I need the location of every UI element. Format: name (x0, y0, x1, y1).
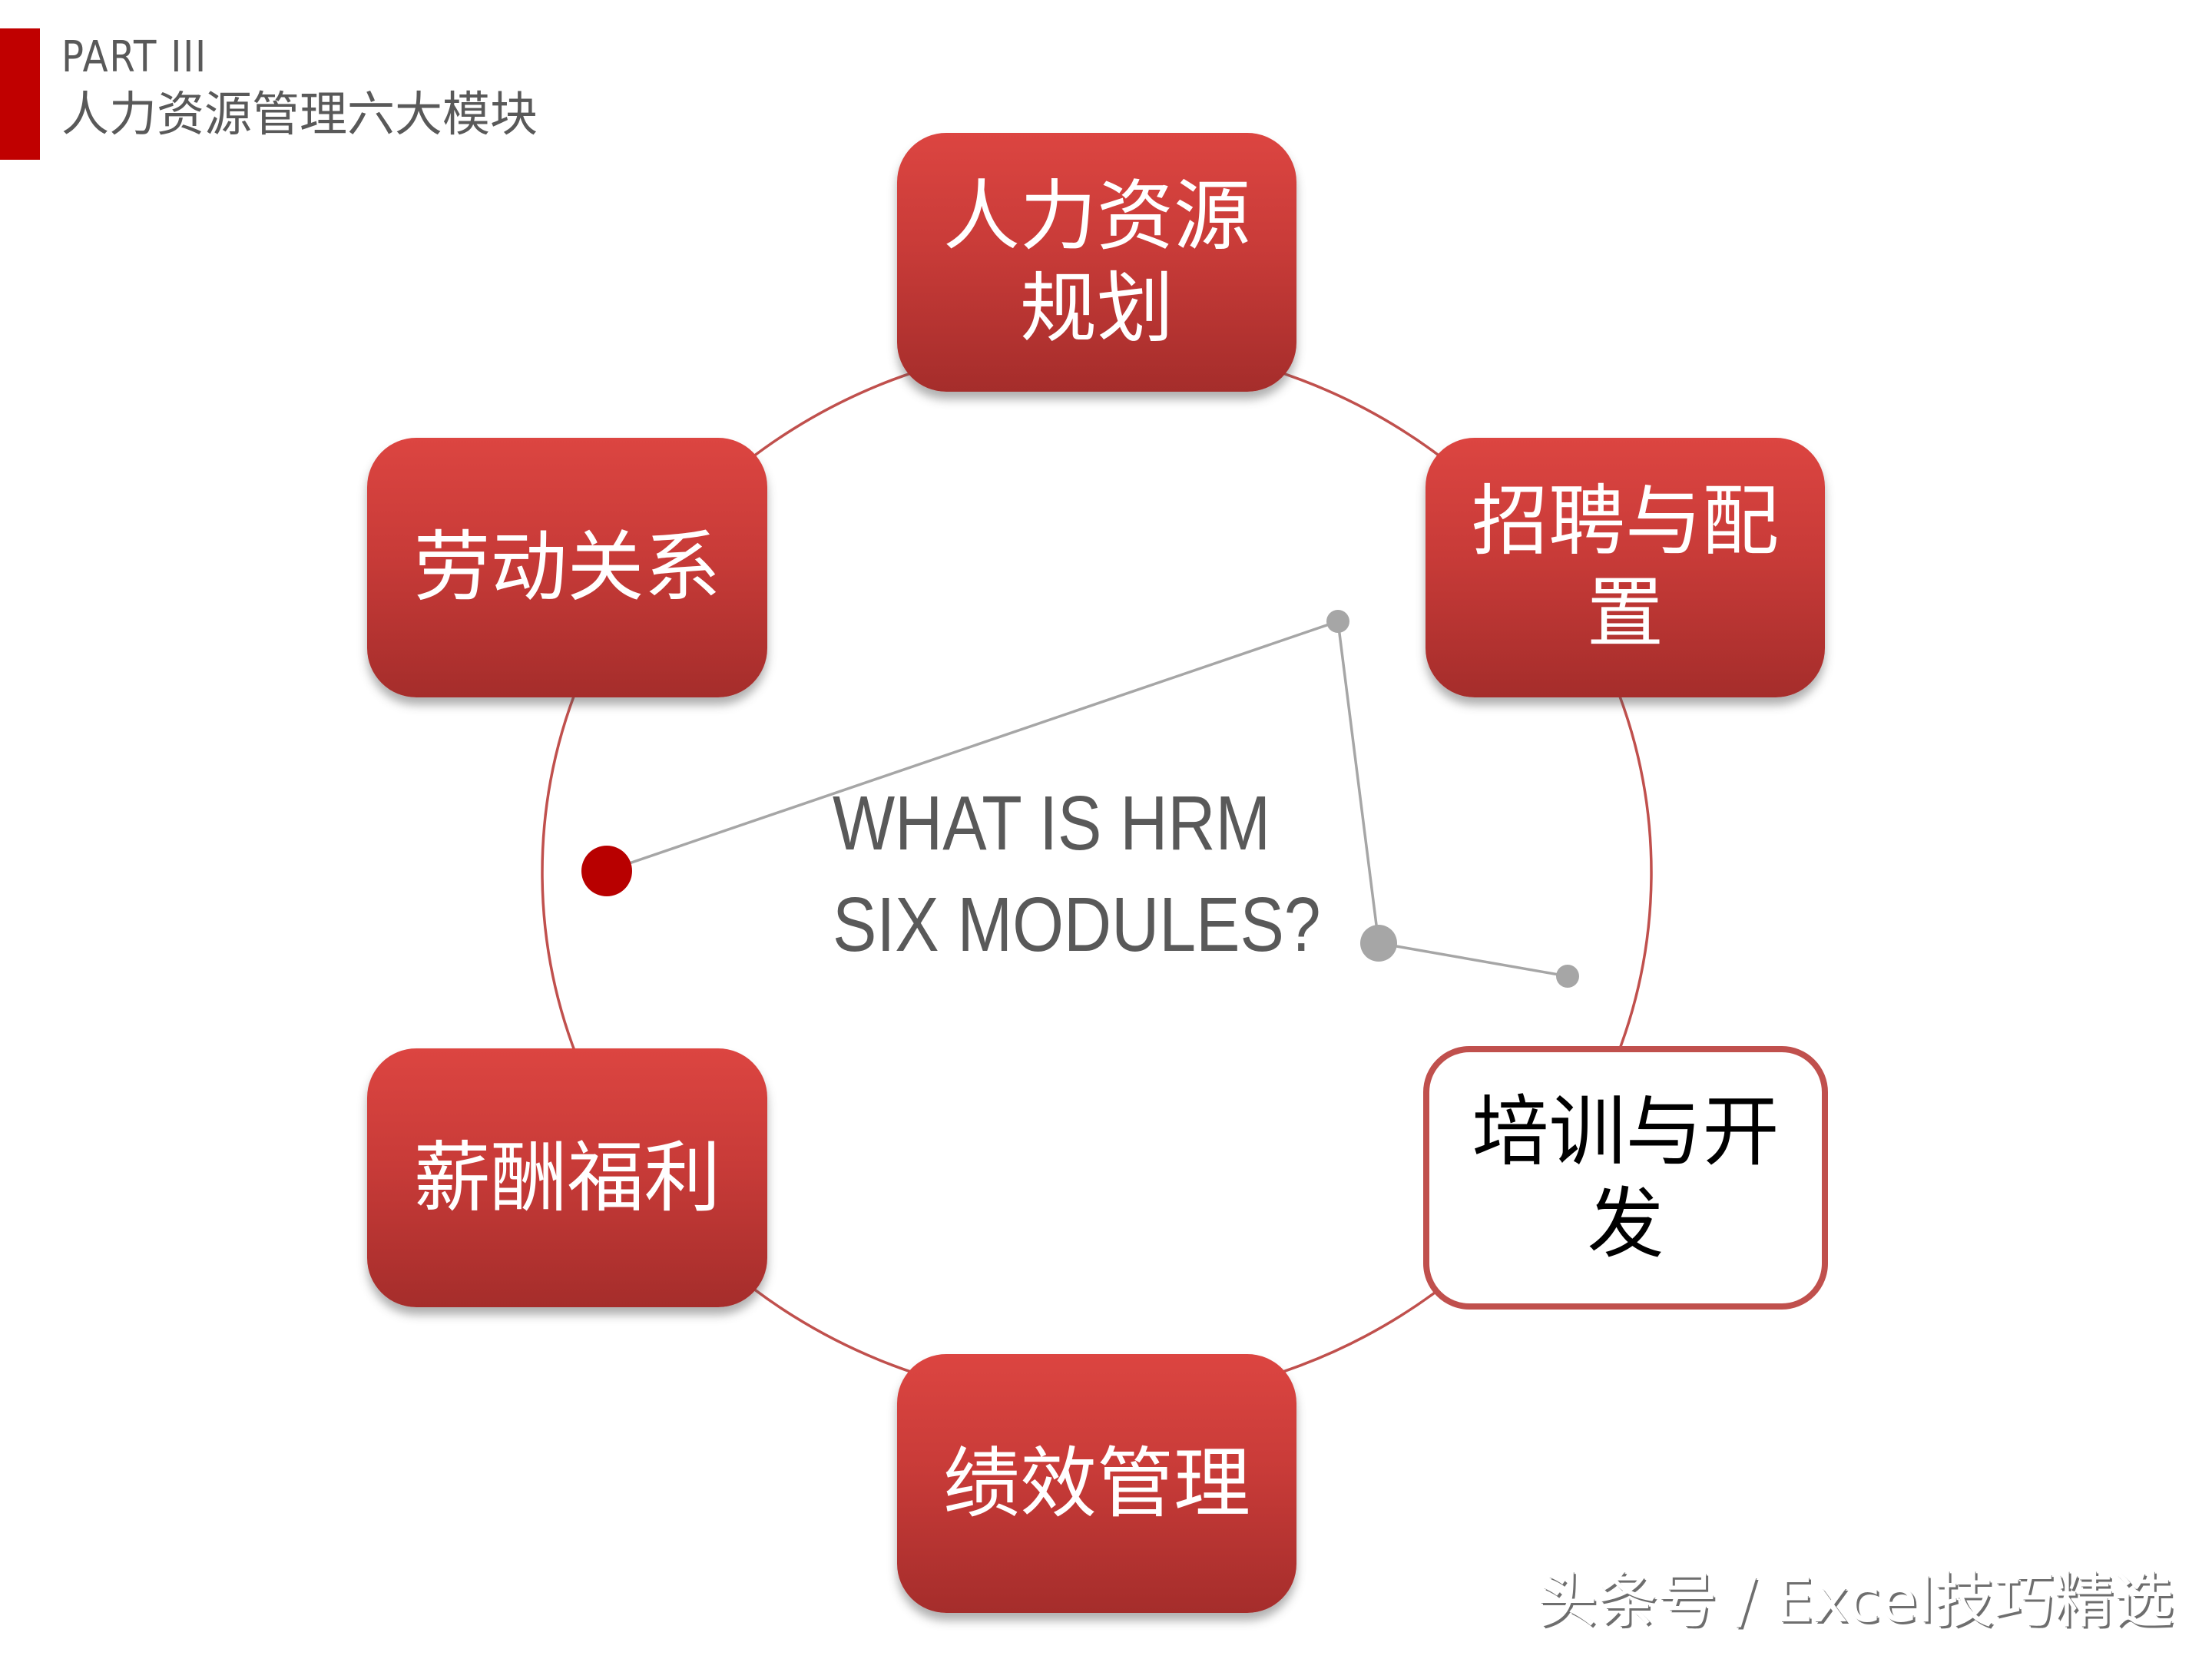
red-marker-dot (581, 846, 632, 896)
module-compensation[interactable]: 薪酬福利 (367, 1048, 767, 1307)
module-labor-relations[interactable]: 劳动关系 (367, 438, 767, 697)
module-performance[interactable]: 绩效管理 (897, 1354, 1296, 1613)
module-label: 培训与开发 (1472, 1086, 1780, 1269)
gray-dot-middle (1360, 925, 1397, 962)
module-label: 劳动关系 (413, 522, 721, 612)
module-label: 绩效管理 (943, 1438, 1250, 1528)
section-title: 人力资源管理六大模块 (61, 86, 538, 142)
gray-dot-right (1556, 965, 1579, 988)
part-label: PART III (61, 32, 207, 82)
center-title-line2: SIX MODULES? (833, 882, 1321, 968)
connector-line (606, 619, 1568, 978)
accent-bar (0, 28, 40, 160)
module-hr-planning[interactable]: 人力资源规划 (897, 133, 1296, 392)
module-recruitment[interactable]: 招聘与配置 (1426, 438, 1825, 697)
center-title: WHAT IS HRM SIX MODULES? (833, 773, 1321, 975)
module-training[interactable]: 培训与开发 (1423, 1046, 1828, 1310)
gray-dot-top (1326, 610, 1349, 633)
module-label: 人力资源规划 (943, 171, 1250, 353)
module-label: 薪酬福利 (413, 1132, 721, 1223)
watermark: 头条号 / Excel技巧精选 (1537, 1567, 2174, 1636)
module-label: 招聘与配置 (1472, 476, 1779, 658)
center-title-line1: WHAT IS HRM (833, 780, 1271, 866)
